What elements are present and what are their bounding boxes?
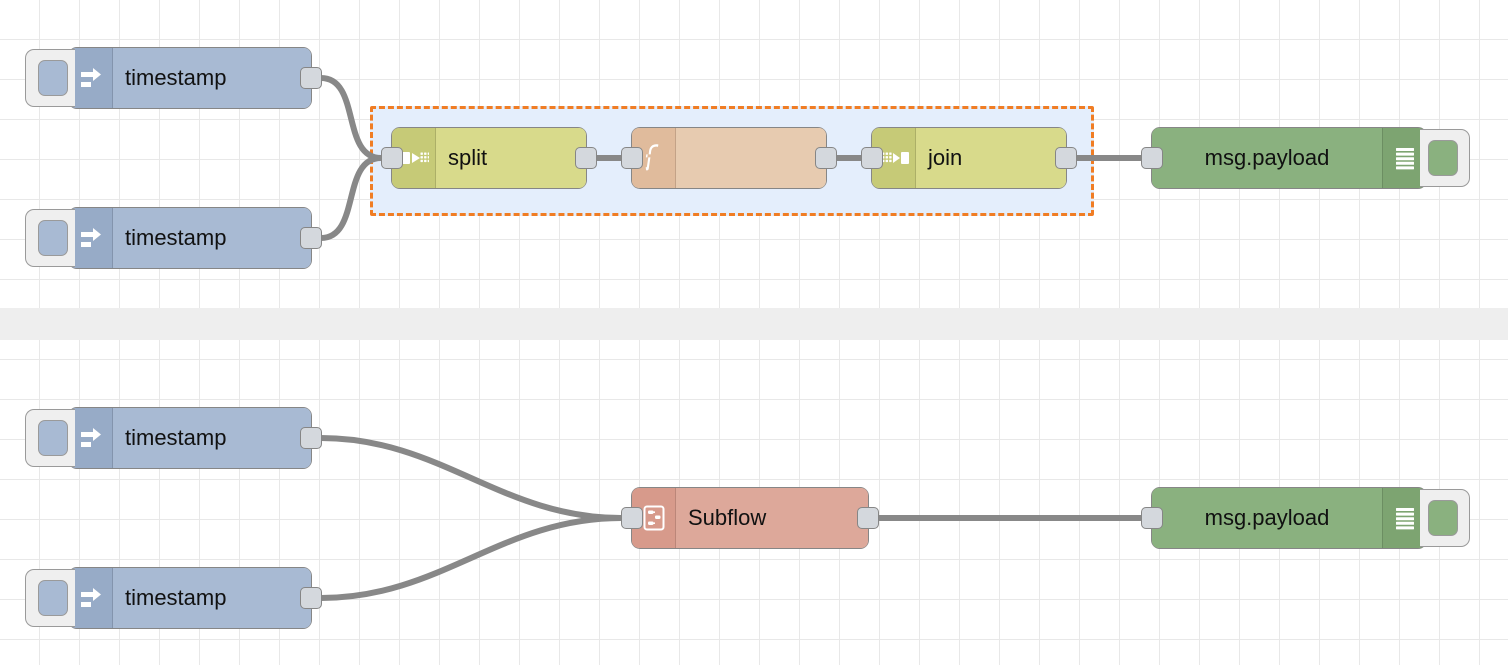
wire-inject_bot_1-to-subflow[interactable] xyxy=(318,435,624,521)
input-port[interactable] xyxy=(1141,507,1163,529)
input-port[interactable] xyxy=(621,507,643,529)
node-label: timestamp xyxy=(125,65,227,90)
node-function[interactable] xyxy=(621,127,837,189)
node-body: timestamp xyxy=(113,408,311,468)
debug-lines-icon xyxy=(1382,488,1426,548)
inject-trigger-swatch xyxy=(37,580,68,616)
node-body: timestamp xyxy=(113,568,311,628)
flow-separator xyxy=(0,308,1508,340)
node-debug-msg-payload[interactable]: msg.payload xyxy=(1141,487,1470,549)
input-port[interactable] xyxy=(621,147,643,169)
node-label: timestamp xyxy=(125,425,227,450)
node-subflow-subflow[interactable]: Subflow xyxy=(621,487,879,549)
input-port[interactable] xyxy=(1141,147,1163,169)
input-port[interactable] xyxy=(861,147,883,169)
inject-arrow-icon xyxy=(69,48,113,108)
inject-arrow-icon xyxy=(69,408,113,468)
node-body: timestamp xyxy=(113,48,311,108)
node-body: Subflow xyxy=(676,488,868,548)
inject-trigger-button[interactable] xyxy=(25,409,75,467)
output-port[interactable] xyxy=(300,67,322,89)
node-body xyxy=(676,128,826,188)
node-label: join xyxy=(928,145,963,170)
debug-toggle-swatch xyxy=(1427,140,1458,176)
node-label: timestamp xyxy=(125,225,227,250)
node-body: msg.payload xyxy=(1152,128,1382,188)
node-inject-timestamp[interactable]: timestamp xyxy=(25,407,322,469)
output-port[interactable] xyxy=(1055,147,1077,169)
input-port[interactable] xyxy=(381,147,403,169)
inject-trigger-button[interactable] xyxy=(25,49,75,107)
inject-arrow-icon xyxy=(69,568,113,628)
output-port[interactable] xyxy=(575,147,597,169)
inject-arrow-icon xyxy=(69,208,113,268)
debug-toggle-button[interactable] xyxy=(1420,129,1470,187)
node-body: join xyxy=(916,128,1066,188)
node-join-join[interactable]: join xyxy=(861,127,1077,189)
node-body: msg.payload xyxy=(1152,488,1382,548)
output-port[interactable] xyxy=(857,507,879,529)
output-port[interactable] xyxy=(300,427,322,449)
debug-toggle-swatch xyxy=(1427,500,1458,536)
inject-trigger-button[interactable] xyxy=(25,209,75,267)
node-label: timestamp xyxy=(125,585,227,610)
node-inject-timestamp[interactable]: timestamp xyxy=(25,47,322,109)
inject-trigger-swatch xyxy=(37,60,68,96)
output-port[interactable] xyxy=(815,147,837,169)
wire-inject_bot_2-to-subflow[interactable] xyxy=(318,515,624,601)
node-split-split[interactable]: split xyxy=(381,127,597,189)
node-label: msg.payload xyxy=(1204,505,1330,530)
node-debug-msg-payload[interactable]: msg.payload xyxy=(1141,127,1470,189)
node-label: Subflow xyxy=(688,505,767,530)
node-inject-timestamp[interactable]: timestamp xyxy=(25,207,322,269)
node-inject-timestamp[interactable]: timestamp xyxy=(25,567,322,629)
output-port[interactable] xyxy=(300,227,322,249)
inject-trigger-button[interactable] xyxy=(25,569,75,627)
node-label: msg.payload xyxy=(1204,145,1330,170)
output-port[interactable] xyxy=(300,587,322,609)
node-label: split xyxy=(448,145,488,170)
debug-toggle-button[interactable] xyxy=(1420,489,1470,547)
debug-lines-icon xyxy=(1382,128,1426,188)
inject-trigger-swatch xyxy=(37,220,68,256)
node-body: split xyxy=(436,128,586,188)
node-body: timestamp xyxy=(113,208,311,268)
inject-trigger-swatch xyxy=(37,420,68,456)
